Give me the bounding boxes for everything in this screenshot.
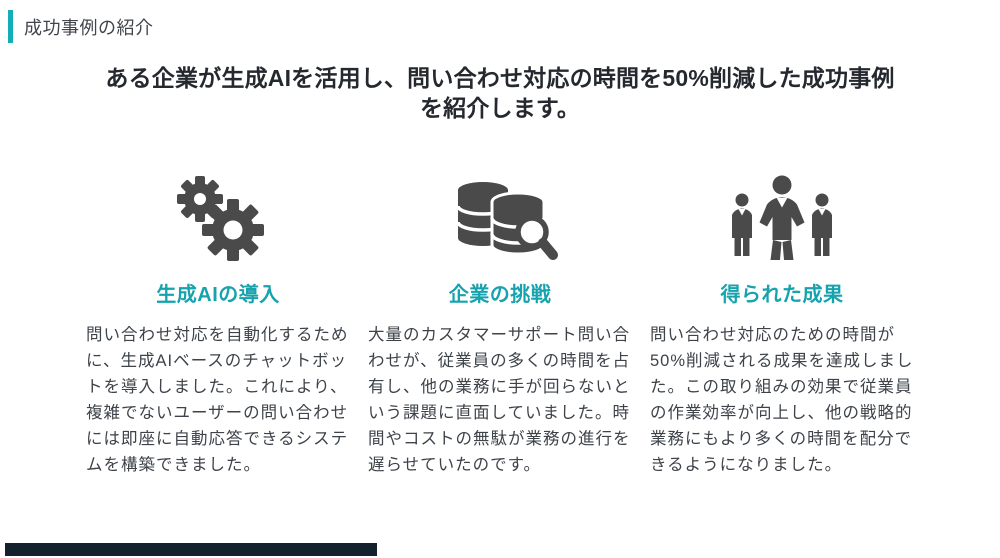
- kicker-accent-bar: [8, 10, 13, 43]
- kicker-label: 成功事例の紹介: [24, 17, 154, 38]
- column-body: 問い合わせ対応を自動化するために、生成AIベースのチャットボットを導入しました。…: [86, 326, 349, 474]
- database-search-icon: [368, 172, 632, 262]
- column-body: 大量のカスタマーサポート問い合わせが、従業員の多くの時間を占有し、他の業務に手が…: [368, 326, 631, 474]
- column-title: 得られた成果: [720, 284, 844, 306]
- gears-icon: [86, 172, 350, 262]
- column-body: 問い合わせ対応のための時間が50%削減される成果を達成しました。この取り組みの効…: [650, 326, 914, 474]
- main-heading: ある企業が生成AIを活用し、問い合わせ対応の時間を50%削減した成功事例を紹介し…: [105, 65, 895, 121]
- column-achieved-results: 得られた成果 問い合わせ対応のための時間が50%削減される成果を達成しました。こ…: [650, 172, 914, 478]
- slide-kicker: 成功事例の紹介: [8, 10, 154, 43]
- business-team-icon: [650, 172, 914, 262]
- three-column-layout: 生成AIの導入 問い合わせ対応を自動化するために、生成AIベースのチャットボット…: [86, 172, 914, 478]
- bottom-left-bar: [5, 543, 377, 556]
- column-company-challenge: 企業の挑戦 大量のカスタマーサポート問い合わせが、従業員の多くの時間を占有し、他…: [368, 172, 632, 478]
- column-genai-introduction: 生成AIの導入 問い合わせ対応を自動化するために、生成AIベースのチャットボット…: [86, 172, 350, 478]
- column-title: 企業の挑戦: [448, 284, 552, 306]
- column-title: 生成AIの導入: [156, 284, 280, 306]
